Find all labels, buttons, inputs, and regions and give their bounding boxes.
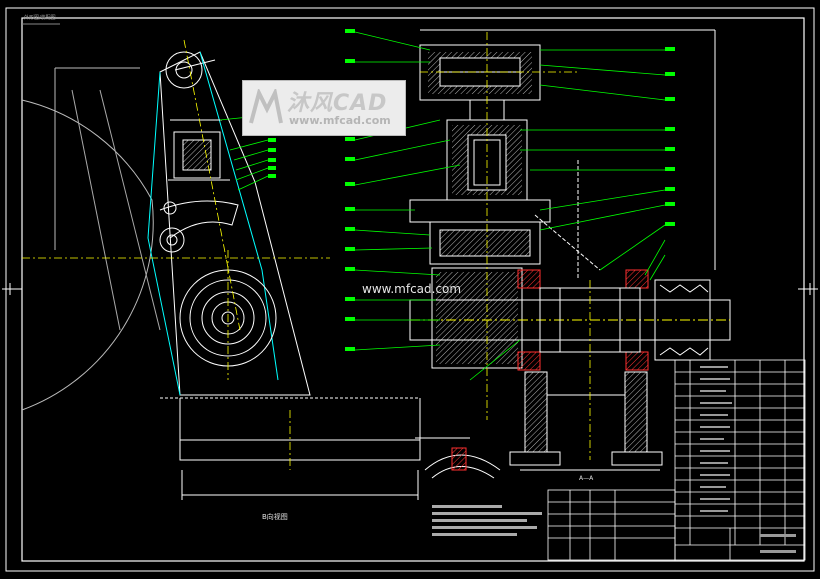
section-view-centerlines bbox=[420, 32, 591, 460]
sheet-label: 外形图/装配图 bbox=[24, 15, 56, 21]
section-title: A—A bbox=[579, 475, 594, 482]
sheet-frame bbox=[2, 7, 818, 572]
watermark-brand: 沐风CAD bbox=[287, 91, 388, 116]
view-title: B向视图 bbox=[262, 513, 288, 521]
watermark-logo-icon bbox=[249, 89, 283, 124]
technical-notes bbox=[432, 505, 542, 536]
title-block-text bbox=[700, 366, 796, 553]
side-view-centerlines bbox=[22, 39, 330, 470]
title-block bbox=[547, 359, 806, 561]
side-view bbox=[21, 51, 421, 500]
part-number-labels bbox=[268, 29, 675, 351]
section-view-leaders bbox=[354, 31, 666, 381]
detail-view bbox=[415, 437, 501, 479]
section-view bbox=[409, 29, 731, 471]
watermark: 沐风CAD www.mfcad.com bbox=[242, 80, 406, 136]
site-url-text: www.mfcad.com bbox=[362, 282, 462, 296]
watermark-url: www.mfcad.com bbox=[289, 114, 391, 127]
